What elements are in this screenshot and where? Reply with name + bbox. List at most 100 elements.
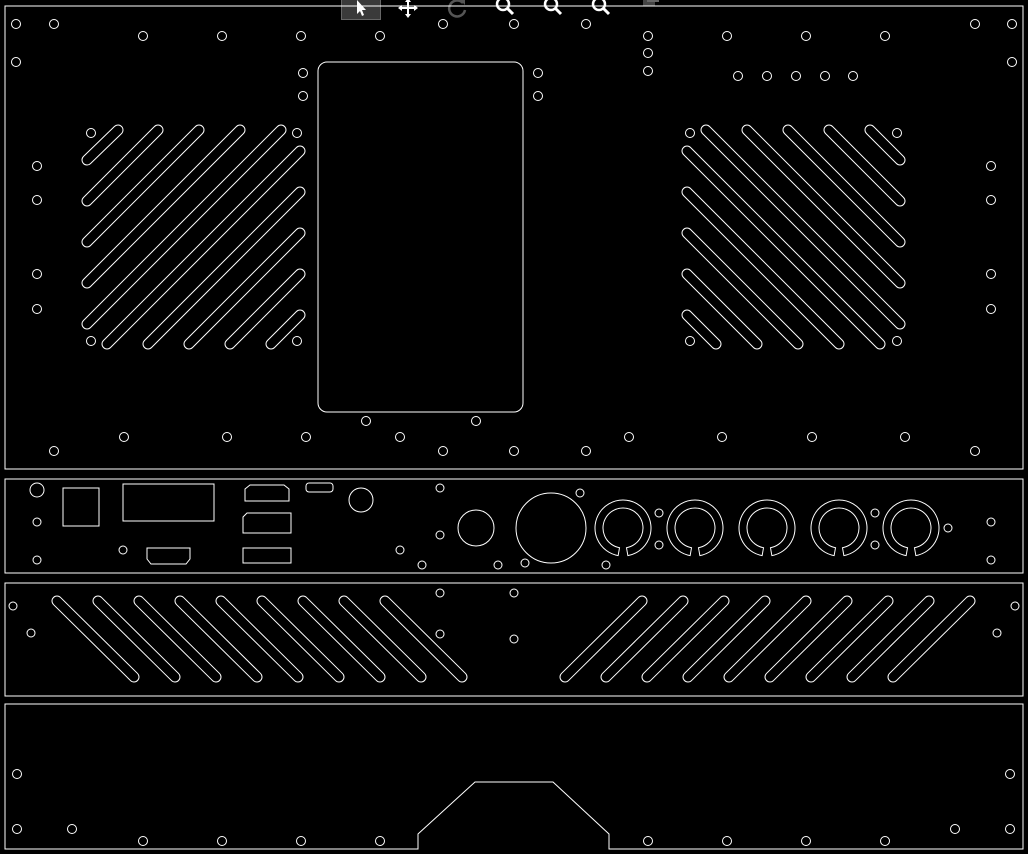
- mount-hole: [644, 837, 653, 846]
- mount-hole: [376, 837, 385, 846]
- mount-hole: [987, 162, 996, 171]
- vent-slot: [225, 269, 305, 349]
- mount-hole: [655, 541, 663, 549]
- mount-hole: [33, 305, 42, 314]
- mount-hole: [987, 518, 995, 526]
- magnifier-minus-icon: [543, 0, 563, 16]
- layers-tool-button[interactable]: [631, 0, 671, 20]
- mount-hole: [1006, 825, 1015, 834]
- vent-slots-left: [82, 125, 305, 349]
- magnifier-fit-icon: [591, 0, 611, 16]
- hdmi-cutout: [147, 548, 190, 564]
- vent-slot: [724, 596, 811, 682]
- mount-hole: [521, 559, 529, 567]
- top-panel-holes: [12, 20, 1017, 456]
- vent-slot: [888, 596, 975, 682]
- power-jack-cutout: [63, 488, 99, 526]
- mount-hole: [87, 129, 96, 138]
- zoom-fit-tool-button[interactable]: [581, 0, 621, 20]
- vent-slot: [175, 596, 262, 682]
- mount-hole: [436, 589, 444, 597]
- io-panel-holes: [30, 483, 995, 569]
- mount-hole: [472, 417, 481, 426]
- mount-hole: [1006, 770, 1015, 779]
- mount-hole: [510, 447, 519, 456]
- mount-hole: [13, 770, 22, 779]
- vga-cutout: [123, 484, 214, 521]
- mount-hole: [792, 72, 801, 81]
- vent-slot: [257, 596, 344, 682]
- vent-slot: [683, 596, 770, 682]
- mount-hole: [293, 129, 302, 138]
- zoom-out-tool-button[interactable]: [533, 0, 573, 20]
- xlr-connector-cutout: [667, 500, 723, 556]
- mount-hole: [293, 337, 302, 346]
- xlr-connector-cutout: [595, 500, 651, 556]
- vent-slot: [806, 596, 893, 682]
- mount-hole: [971, 447, 980, 456]
- large-connector-hole: [516, 493, 586, 563]
- mount-hole: [1008, 58, 1017, 67]
- mount-hole: [396, 433, 405, 442]
- mount-hole: [644, 32, 653, 41]
- mount-hole: [582, 447, 591, 456]
- mount-hole: [644, 67, 653, 76]
- mount-hole: [218, 32, 227, 41]
- bottom-panel-holes: [13, 770, 1015, 846]
- mount-hole: [723, 837, 732, 846]
- vent-slot: [82, 125, 204, 247]
- xlr-connector-cutout: [811, 500, 867, 556]
- vent-slot: [682, 269, 762, 349]
- mount-hole: [625, 433, 634, 442]
- led-hole: [30, 483, 44, 497]
- vent-slot: [765, 596, 852, 682]
- vent-slot: [560, 596, 647, 682]
- zoom-tool-button[interactable]: [485, 0, 525, 20]
- mount-hole: [871, 509, 879, 517]
- usb-port-3-cutout: [243, 548, 291, 563]
- button-hole: [349, 488, 373, 512]
- vent-slots-right: [682, 125, 905, 349]
- xlr-connectors: [595, 500, 939, 556]
- mount-hole: [33, 270, 42, 279]
- mount-hole: [602, 561, 610, 569]
- redo-tool-button[interactable]: [437, 0, 477, 20]
- mount-hole: [534, 69, 543, 78]
- mount-hole: [987, 270, 996, 279]
- io-panel-outline: [5, 479, 1023, 573]
- select-tool-button[interactable]: [341, 0, 381, 20]
- vent-slot: [102, 146, 305, 349]
- mount-hole: [723, 32, 732, 41]
- vent-slot: [682, 310, 721, 349]
- mount-hole: [576, 489, 584, 497]
- rotate-icon: [447, 0, 467, 18]
- mount-hole: [993, 629, 1001, 637]
- small-port-cutout: [306, 483, 333, 492]
- mount-hole: [644, 49, 653, 58]
- vent-slot: [266, 310, 305, 349]
- mount-hole: [510, 20, 519, 29]
- mount-hole: [12, 58, 21, 67]
- vent-slot: [52, 596, 139, 682]
- vent-slot: [339, 596, 426, 682]
- mount-hole: [1011, 602, 1019, 610]
- vent-slot: [93, 596, 180, 682]
- pan-tool-button[interactable]: [388, 0, 428, 20]
- vent-slot: [216, 596, 303, 682]
- mount-hole: [13, 825, 22, 834]
- vent-panel-holes: [9, 589, 1019, 643]
- vent-slot: [82, 125, 163, 206]
- mount-hole: [139, 32, 148, 41]
- mount-hole: [987, 196, 996, 205]
- mount-hole: [734, 72, 743, 81]
- vent-slot: [601, 596, 688, 682]
- mount-hole: [534, 92, 543, 101]
- mount-hole: [436, 630, 444, 638]
- mount-hole: [362, 417, 371, 426]
- mount-hole: [33, 518, 41, 526]
- mount-hole: [119, 546, 127, 554]
- vent-slot: [682, 146, 885, 349]
- mount-hole: [27, 629, 35, 637]
- mount-hole: [582, 20, 591, 29]
- mount-hole: [655, 509, 663, 517]
